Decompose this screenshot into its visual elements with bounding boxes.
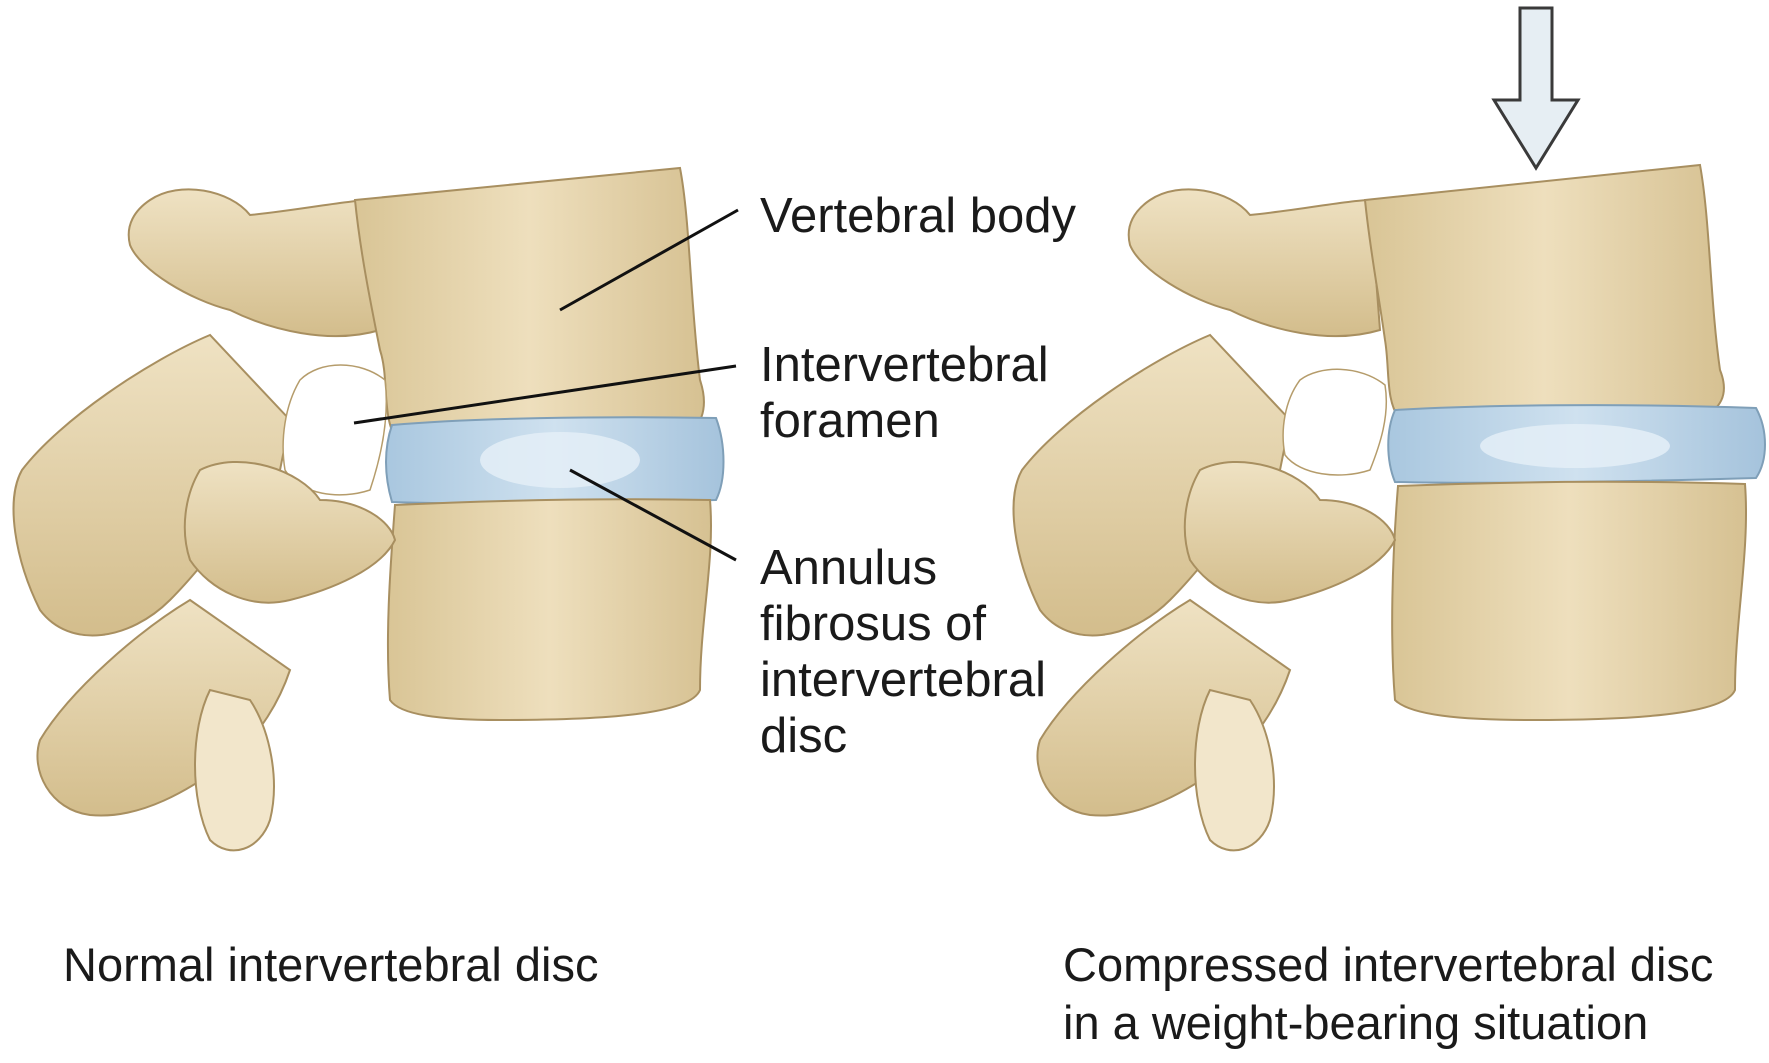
intervertebral-foramen-shape <box>1283 369 1386 475</box>
upper-articular-process <box>1129 189 1380 336</box>
compressed-spine-specimen <box>1014 165 1765 850</box>
label-line: Intervertebral <box>760 337 1049 393</box>
label-line: foramen <box>760 393 1049 449</box>
caption-line: in a weight-bearing situation <box>1063 994 1713 1052</box>
normal-nucleus-pulposus <box>480 432 640 488</box>
compressed-nucleus-pulposus <box>1480 424 1670 468</box>
lower-vertebral-body <box>1392 482 1746 720</box>
upper-vertebral-body <box>355 168 704 445</box>
label-annulus-fibrosus: Annulus fibrosus of intervertebral disc <box>760 540 1046 764</box>
caption-normal-disc: Normal intervertebral disc <box>63 936 598 994</box>
caption-compressed-disc: Compressed intervertebral disc in a weig… <box>1063 936 1713 1052</box>
lower-articular-process <box>1185 462 1395 603</box>
label-vertebral-body: Vertebral body <box>760 188 1076 244</box>
label-line: fibrosus of <box>760 596 1046 652</box>
normal-spine-specimen <box>14 168 724 850</box>
label-intervertebral-foramen: Intervertebral foramen <box>760 337 1049 449</box>
upper-articular-process <box>129 189 380 336</box>
label-line: disc <box>760 708 1046 764</box>
weight-bearing-arrow-icon <box>1494 8 1578 168</box>
caption-line: Compressed intervertebral disc <box>1063 936 1713 994</box>
upper-vertebral-body <box>1365 165 1724 420</box>
label-line: intervertebral <box>760 652 1046 708</box>
label-line: Annulus <box>760 540 1046 596</box>
intervertebral-foramen-shape <box>283 365 386 495</box>
lower-vertebral-body <box>388 499 711 720</box>
